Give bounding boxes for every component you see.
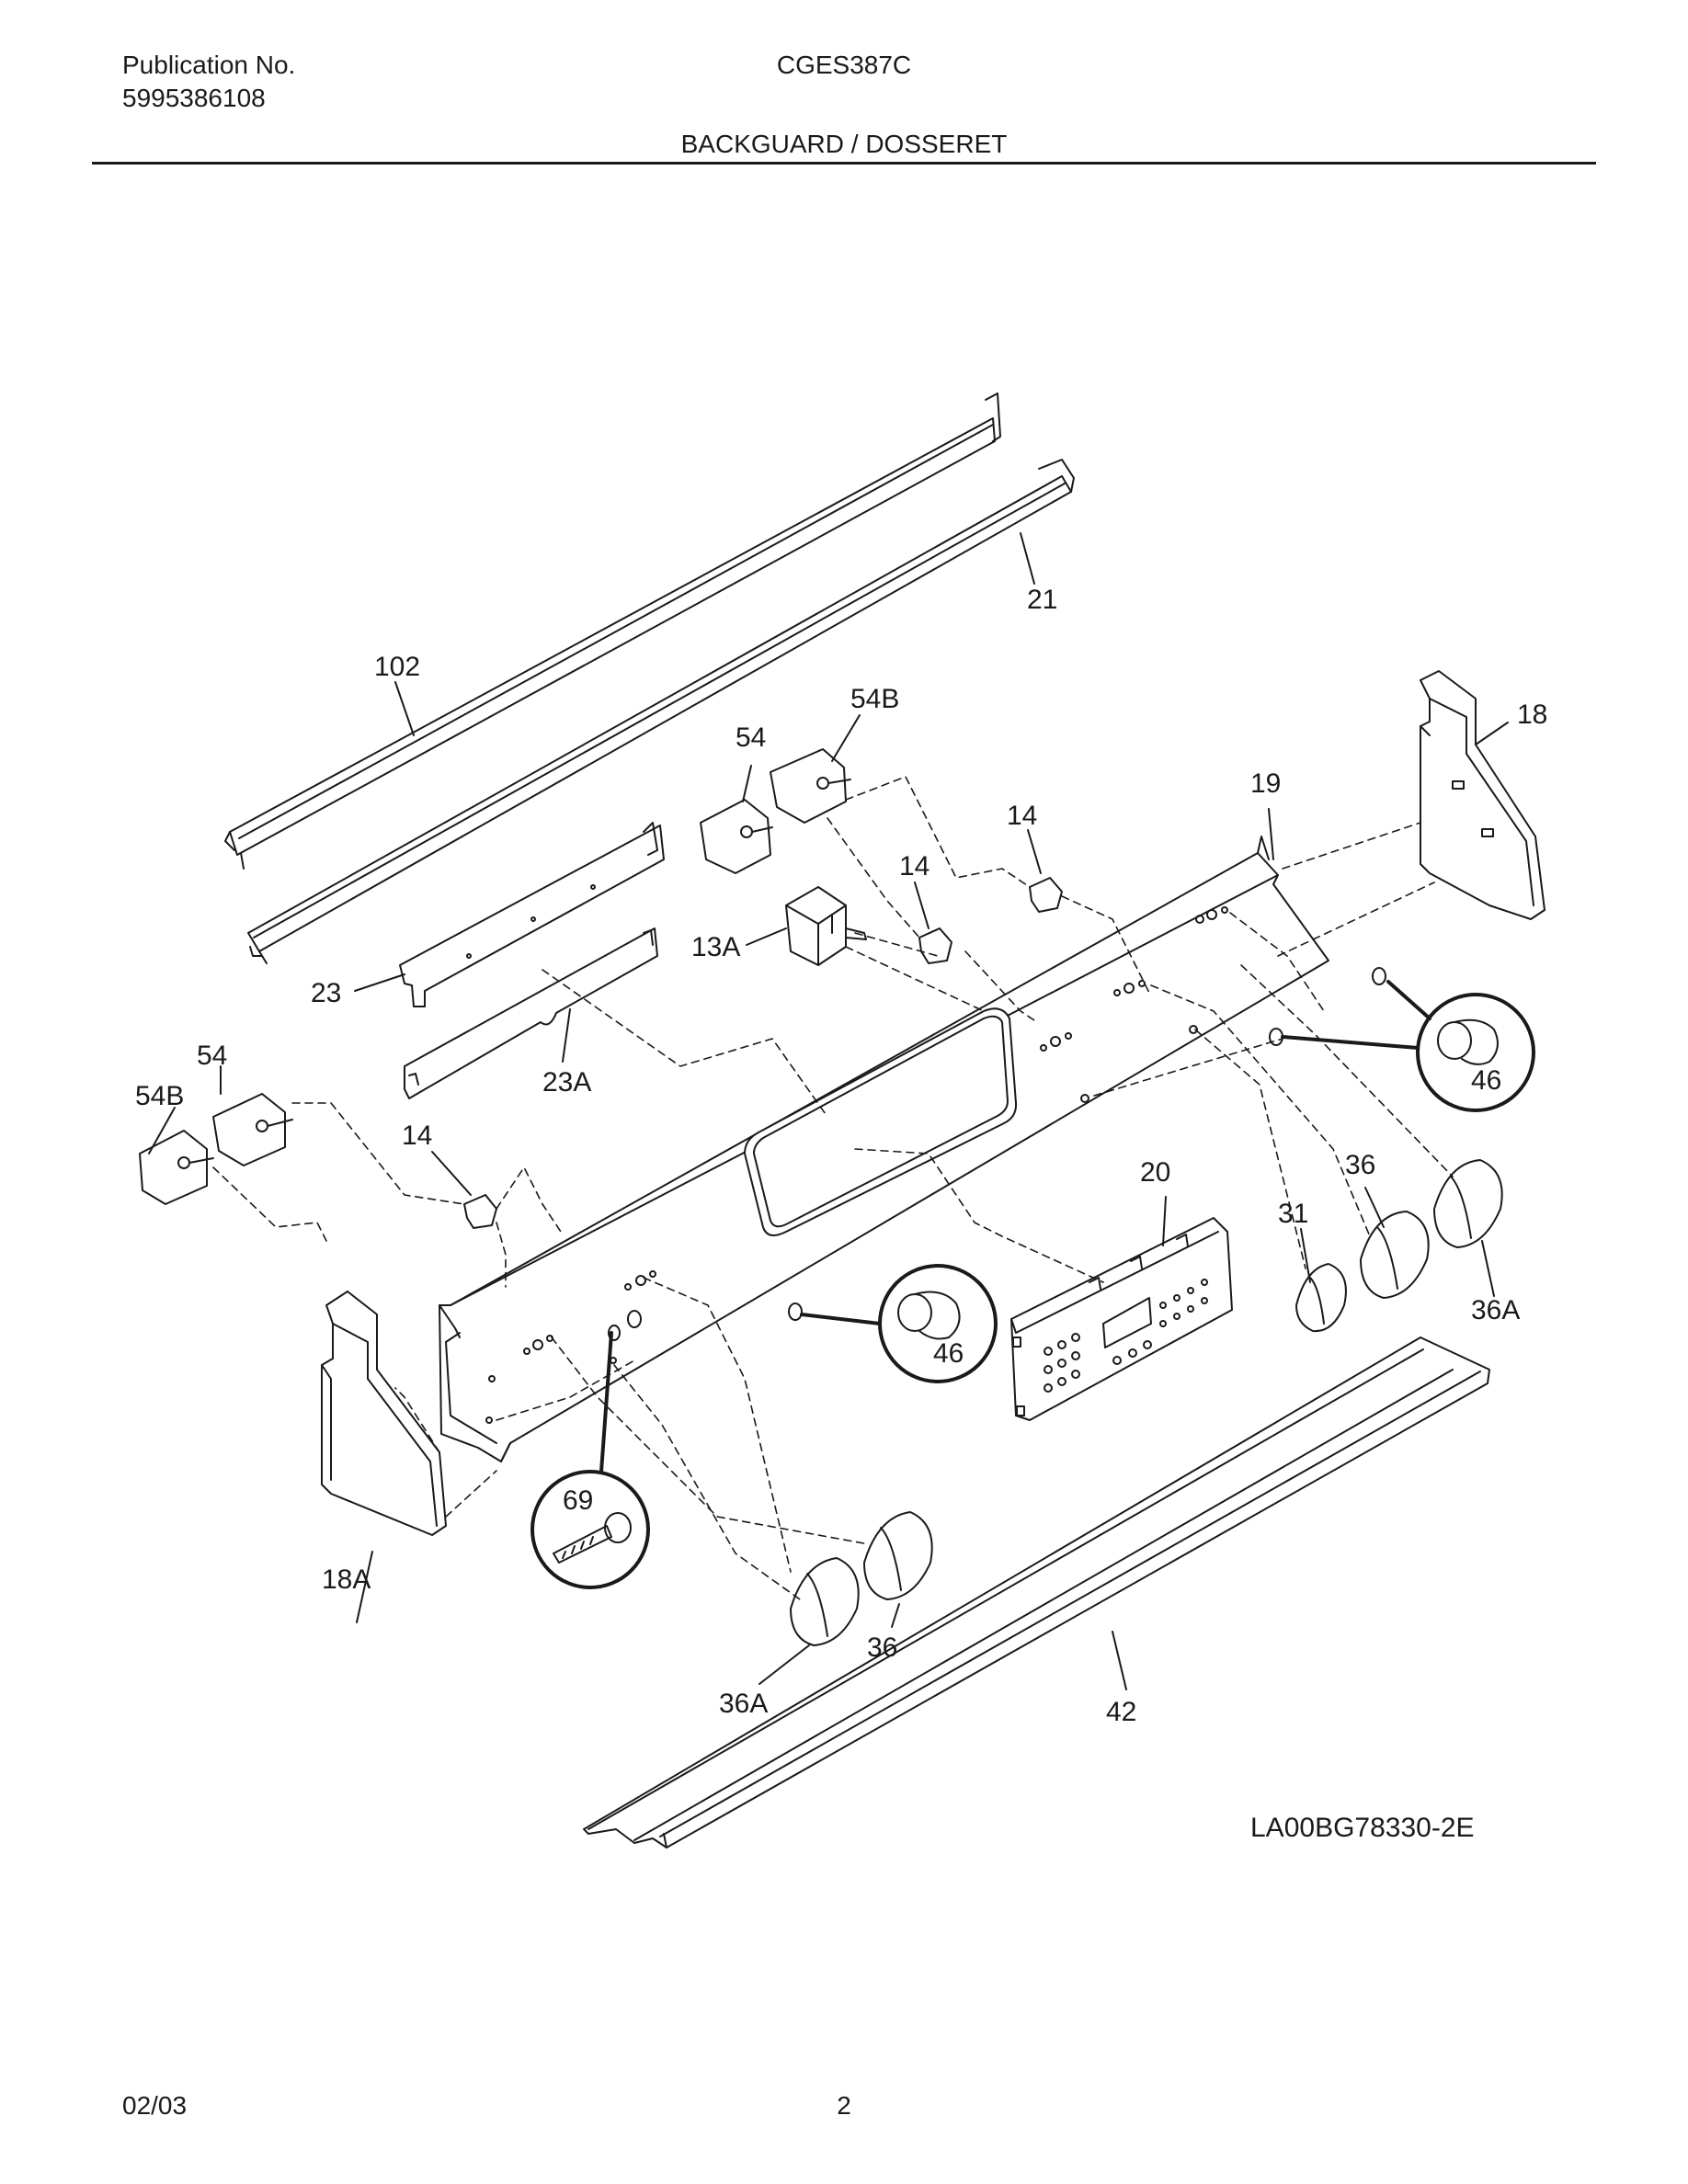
part-54b-switch-upper [770,748,851,824]
part-23a-shield [404,927,658,1099]
detail-leader-lines [599,980,1431,1473]
detail-46-upper [1416,993,1535,1112]
callout-46-lower: 46 [933,1338,964,1369]
callout-18a: 18A [322,1564,371,1595]
callout-54-upper: 54 [736,722,766,753]
assembly-dashed-lines [212,776,1454,1600]
callout-labels: 102 21 54 54B 14 14 13A 23 23A 19 18 54 … [135,585,1547,1843]
callout-14-a: 14 [1007,801,1037,831]
part-14-clip-c [463,1194,497,1229]
part-23-bracket [399,822,665,1007]
callout-14-c: 14 [402,1120,432,1151]
part-21-rear-channel [247,459,1075,964]
header-rule [92,162,1596,165]
callout-18: 18 [1517,700,1547,730]
part-54-switch-lower [212,1093,293,1166]
part-42-bottom-trim [583,1337,1490,1848]
model-number: CGES387C [776,51,912,79]
part-54-switch-upper [700,799,773,874]
callout-46-upper: 46 [1471,1065,1501,1096]
callout-54b-upper: 54B [850,684,899,714]
part-36a-knob-right [1433,1159,1503,1248]
callout-42: 42 [1106,1697,1136,1727]
callout-69: 69 [563,1485,593,1516]
part-14-clip-a [1029,877,1063,913]
callout-21: 21 [1027,585,1057,615]
part-19-backguard-panel [439,836,1329,1462]
part-13a-rotary-switch [785,886,867,966]
footer-date: 02/03 [122,2091,188,2120]
callout-14-b: 14 [899,851,930,882]
leader-lines [148,532,1509,1690]
page-number: 2 [837,2091,851,2120]
callout-36-right: 36 [1345,1150,1375,1180]
part-54b-switch-lower [139,1130,214,1205]
callout-13a: 13A [691,932,740,962]
part-14-clip-b [918,927,952,964]
callout-54b-lower: 54B [135,1081,184,1111]
callout-36a-lower: 36A [719,1689,768,1719]
callout-102: 102 [374,652,420,682]
callout-23: 23 [311,978,341,1008]
callout-31: 31 [1278,1199,1308,1229]
part-20-electronic-control [1010,1217,1233,1421]
detail-69-screw [530,1470,650,1589]
callout-36a-right: 36A [1471,1295,1520,1325]
part-18a-left-end-cap [321,1291,447,1536]
callout-23a: 23A [542,1067,591,1098]
part-31-knob [1295,1263,1347,1333]
drawing-id: LA00BG78330-2E [1250,1813,1475,1843]
callout-19: 19 [1250,768,1281,799]
part-18-right-end-cap [1420,670,1545,920]
part-36a-knob-lower [790,1557,860,1646]
publication-number: 5995386108 [122,84,266,112]
section-title: BACKGUARD / DOSSERET [680,130,1008,158]
callout-54-lower: 54 [197,1041,227,1071]
part-36-knob-right [1360,1211,1430,1299]
callout-20: 20 [1140,1157,1170,1188]
publication-label: Publication No. [122,51,296,79]
callout-36-lower: 36 [867,1632,897,1663]
part-36-knob-lower [863,1511,933,1600]
part-102-trim-strip [224,392,1001,870]
